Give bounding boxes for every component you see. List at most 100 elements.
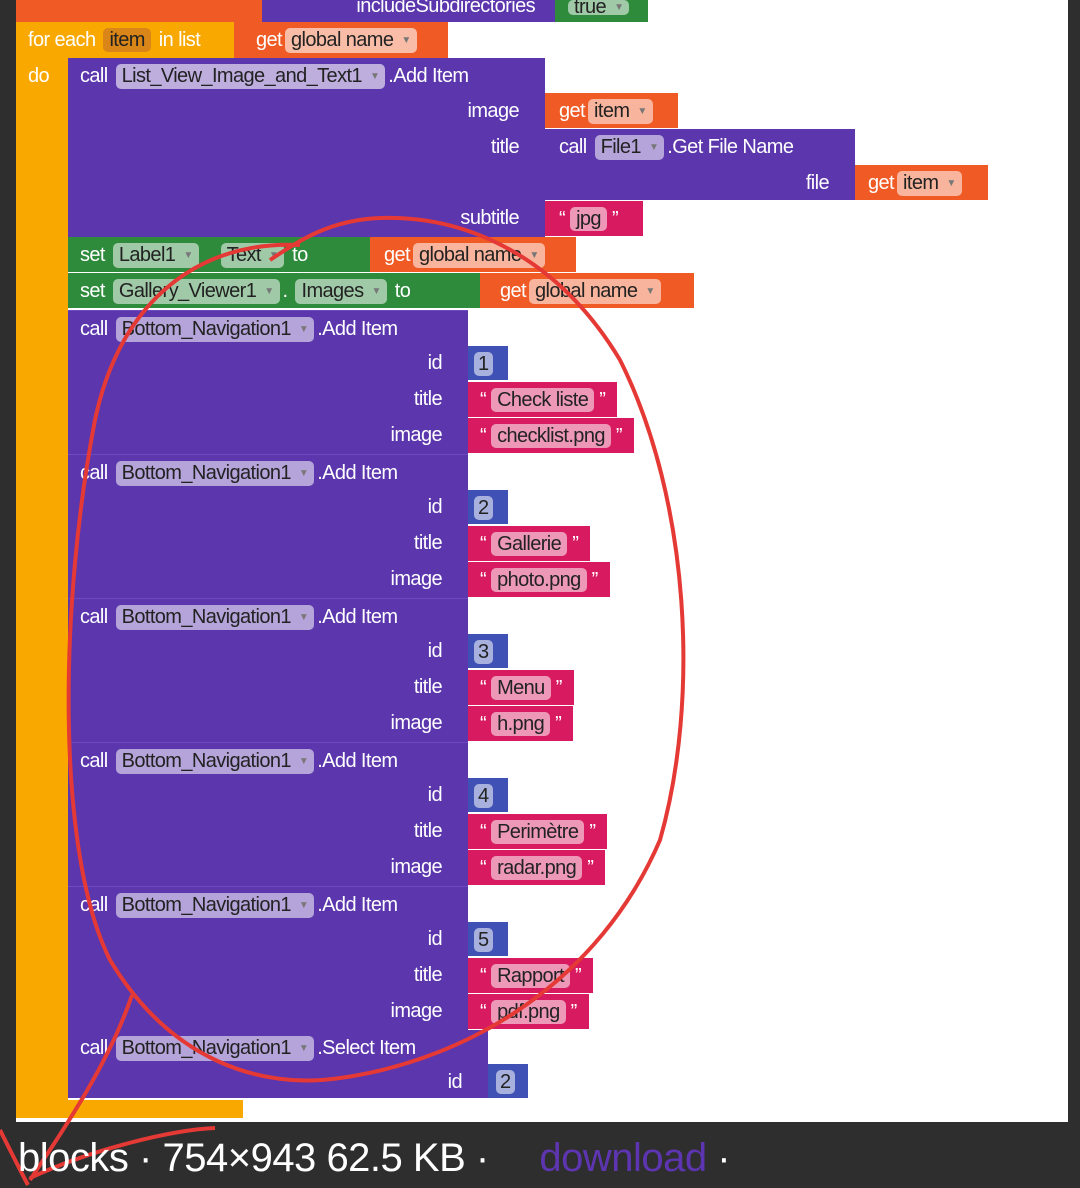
call-label: call bbox=[80, 318, 108, 340]
bottom-navigation-add-item-block[interactable]: call Bottom_Navigation1▼.Add Item id tit… bbox=[68, 742, 468, 886]
call-label: call bbox=[80, 65, 108, 87]
dropdown-arrow-icon[interactable]: ▼ bbox=[946, 177, 956, 189]
text-block-image[interactable]: “photo.png” bbox=[468, 562, 610, 597]
number-value[interactable]: 1 bbox=[474, 352, 493, 376]
text-value[interactable]: h.png bbox=[491, 712, 551, 736]
download-link[interactable]: download bbox=[539, 1136, 707, 1180]
image-dimensions: 754×943 bbox=[162, 1136, 316, 1180]
for-each-label: for each bbox=[28, 29, 96, 51]
quote-close: ” bbox=[587, 857, 594, 879]
text-block-title[interactable]: “Perimètre” bbox=[468, 814, 608, 849]
loop-variable[interactable]: item bbox=[103, 28, 151, 52]
separator: · bbox=[475, 1136, 489, 1180]
property-name: Images bbox=[301, 280, 364, 302]
dropdown-arrow-icon[interactable]: ▼ bbox=[369, 70, 380, 82]
text-value[interactable]: Perimètre bbox=[491, 820, 585, 844]
set-gallery-images-block[interactable]: set Gallery_Viewer1▼. Images▼ to bbox=[68, 273, 480, 308]
quote-close: ” bbox=[555, 713, 562, 735]
number-block[interactable]: 2 bbox=[488, 1064, 528, 1098]
component-name: Bottom_Navigation1 bbox=[121, 462, 292, 484]
dropdown-arrow-icon[interactable]: ▼ bbox=[298, 755, 309, 767]
bottom-navigation-add-item-block[interactable]: call Bottom_Navigation1▼.Add Item id tit… bbox=[68, 886, 468, 1030]
call-label: call bbox=[80, 750, 108, 772]
file-get-file-name-block[interactable]: call File1▼.Get File Name file bbox=[545, 129, 855, 200]
number-block[interactable]: 1 bbox=[468, 346, 508, 380]
quote-close: ” bbox=[570, 1001, 578, 1023]
dropdown-arrow-icon[interactable]: ▼ bbox=[183, 249, 193, 261]
dropdown-arrow-icon[interactable]: ▼ bbox=[648, 141, 659, 153]
quote-open: “ bbox=[480, 389, 487, 411]
component-name: List_View_Image_and_Text1 bbox=[121, 65, 363, 87]
image-param-label: image bbox=[390, 856, 443, 878]
text-value[interactable]: jpg bbox=[570, 207, 607, 231]
true-block[interactable]: true▼ bbox=[555, 0, 648, 22]
to-label: to bbox=[394, 280, 411, 302]
variable-name: item bbox=[594, 100, 630, 122]
component-name: Bottom_Navigation1 bbox=[121, 318, 292, 340]
bottom-navigation-add-item-block[interactable]: call Bottom_Navigation1▼.Add Item id tit… bbox=[68, 598, 468, 742]
text-block-image[interactable]: “checklist.png” bbox=[468, 418, 634, 453]
number-value[interactable]: 3 bbox=[474, 640, 493, 664]
dropdown-arrow-icon[interactable]: ▼ bbox=[637, 105, 647, 117]
partial-block-orange[interactable] bbox=[16, 0, 262, 22]
get-label: get bbox=[500, 280, 527, 302]
dropdown-arrow-icon[interactable]: ▼ bbox=[298, 323, 309, 335]
text-value[interactable]: Gallerie bbox=[491, 532, 568, 556]
dropdown-arrow-icon[interactable]: ▼ bbox=[645, 285, 655, 297]
text-value[interactable]: Rapport bbox=[491, 964, 571, 988]
listview-add-item-block[interactable]: call List_View_Image_and_Text1 ▼ .Add Item… bbox=[68, 58, 545, 237]
dropdown-arrow-icon[interactable]: ▼ bbox=[529, 249, 539, 261]
text-block-image[interactable]: “radar.png” bbox=[468, 850, 606, 885]
method-name: .Add Item bbox=[388, 65, 469, 87]
text-value[interactable]: Menu bbox=[491, 676, 551, 700]
text-value[interactable]: photo.png bbox=[491, 568, 587, 592]
text-block-jpg[interactable]: “jpg” bbox=[545, 201, 643, 236]
dropdown-arrow-icon[interactable]: ▼ bbox=[264, 285, 274, 297]
dropdown-arrow-icon[interactable]: ▼ bbox=[298, 899, 309, 911]
dropdown-arrow-icon[interactable]: ▼ bbox=[371, 285, 381, 297]
bottom-navigation-select-item-block[interactable]: call Bottom_Navigation1▼.Select Item id bbox=[68, 1030, 488, 1098]
text-block-image[interactable]: “h.png” bbox=[468, 706, 574, 741]
text-block-title[interactable]: “Check liste” bbox=[468, 382, 618, 417]
dropdown-arrow-icon[interactable]: ▼ bbox=[298, 467, 309, 479]
text-block-title[interactable]: “Rapport” bbox=[468, 958, 594, 993]
text-value[interactable]: checklist.png bbox=[491, 424, 611, 448]
get-label: get bbox=[384, 244, 411, 266]
method-name: .Add Item bbox=[317, 894, 398, 916]
quote-open: “ bbox=[480, 569, 487, 591]
dropdown-arrow-icon[interactable]: ▼ bbox=[401, 34, 411, 46]
partial-call-block[interactable]: includeSubdirectories bbox=[262, 0, 555, 22]
get-label: get bbox=[868, 172, 895, 194]
quote-open: “ bbox=[480, 533, 487, 555]
for-each-block[interactable]: for each item in list bbox=[16, 22, 234, 58]
id-param-label: id bbox=[427, 784, 443, 806]
quote-close: ” bbox=[615, 425, 623, 447]
text-value[interactable]: Check liste bbox=[491, 388, 595, 412]
number-value[interactable]: 2 bbox=[496, 1070, 515, 1094]
dropdown-arrow-icon[interactable]: ▼ bbox=[614, 1, 624, 13]
number-block[interactable]: 4 bbox=[468, 778, 508, 812]
method-name: .Add Item bbox=[317, 462, 398, 484]
bottom-navigation-add-item-block[interactable]: call Bottom_Navigation1▼.Add Item id tit… bbox=[68, 454, 468, 598]
call-label: call bbox=[80, 1037, 108, 1059]
text-block-title[interactable]: “Gallerie” bbox=[468, 526, 591, 561]
text-block-title[interactable]: “Menu” bbox=[468, 670, 574, 705]
number-value[interactable]: 4 bbox=[474, 784, 493, 808]
file-size: 62.5 KB bbox=[326, 1136, 466, 1180]
number-block[interactable]: 2 bbox=[468, 490, 508, 524]
number-value[interactable]: 2 bbox=[474, 496, 493, 520]
number-block[interactable]: 3 bbox=[468, 634, 508, 668]
dropdown-arrow-icon[interactable]: ▼ bbox=[298, 1042, 309, 1054]
bottom-navigation-add-item-block[interactable]: call Bottom_Navigation1▼.Add Item id tit… bbox=[68, 310, 468, 454]
text-value[interactable]: radar.png bbox=[491, 856, 583, 880]
number-value[interactable]: 5 bbox=[474, 928, 493, 952]
title-param-label: title bbox=[413, 532, 443, 554]
number-block[interactable]: 5 bbox=[468, 922, 508, 956]
dropdown-arrow-icon[interactable]: ▼ bbox=[298, 611, 309, 623]
